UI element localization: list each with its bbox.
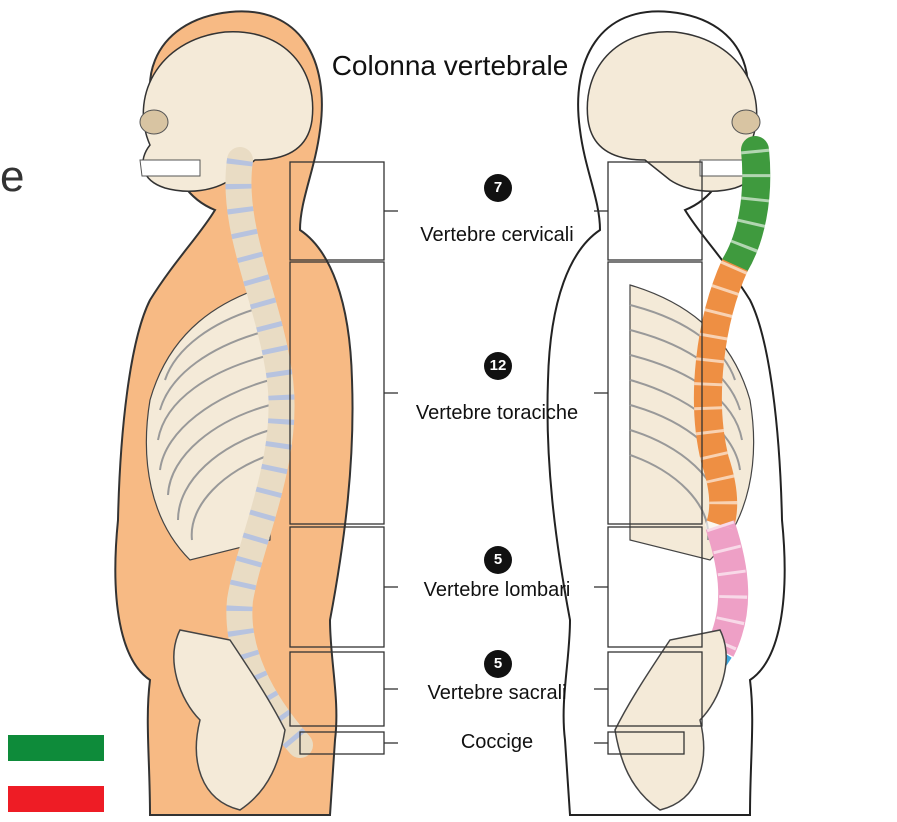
- sacral-count-badge: 5: [484, 650, 512, 678]
- thoracic-count-badge: 12: [484, 352, 512, 380]
- coccyx-label: Coccige: [380, 731, 614, 754]
- sacral-label: Vertebre sacrali: [380, 682, 614, 705]
- cervical-count-badge: 7: [484, 174, 512, 202]
- stray-letter: e: [0, 152, 24, 202]
- cervical-label: Vertebre cervicali: [380, 224, 614, 247]
- right-lumbar-vertebrae: [720, 525, 733, 650]
- flag-green-stripe: [8, 735, 104, 761]
- diagram-title: Colonna vertebrale: [300, 50, 600, 82]
- flag-red-stripe: [8, 786, 104, 812]
- lumbar-count-badge: 5: [484, 546, 512, 574]
- left-figure: [115, 11, 352, 815]
- thoracic-label: Vertebre toraciche: [380, 402, 614, 425]
- lumbar-label: Vertebre lombari: [380, 579, 614, 602]
